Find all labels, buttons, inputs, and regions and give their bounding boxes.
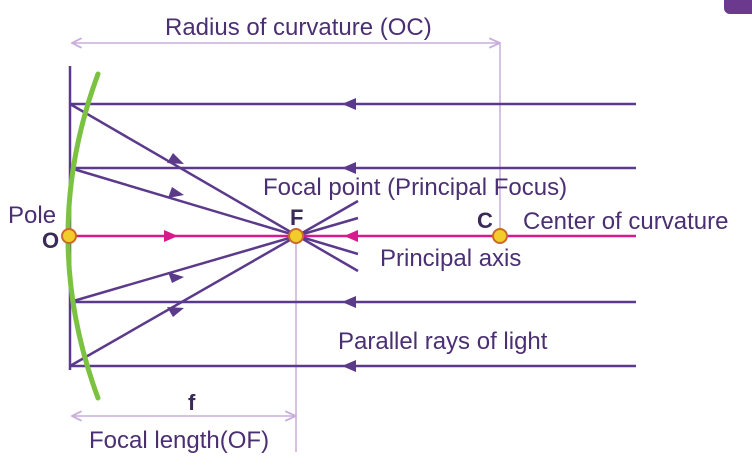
arrow-reflected-2 [168,187,184,198]
arrow-left-4 [342,360,356,372]
axis-arrow-right [164,230,178,242]
focal-length-label: Focal length(OF) [89,427,269,454]
pole-letter: O [42,228,59,253]
focus-point [288,228,304,244]
parallel-rays-label: Parallel rays of light [338,328,548,355]
focal-length-letter: f [188,390,196,415]
reflected-ray-4 [69,199,359,368]
center-letter: C [477,208,493,233]
center-of-curvature-label: Center of curvature [523,208,728,235]
reflected-ray-arrows [167,153,184,317]
principal-axis-label: Principal axis [380,245,521,272]
pole-point [61,228,77,244]
parallel-ray-arrows [342,98,356,372]
axis-arrow-left [344,230,358,242]
reflected-rays [69,102,359,368]
guide-lines [72,43,500,452]
focal-point-label: Focal point (Principal Focus) [263,174,567,201]
pole-label: Pole [8,202,56,229]
corner-badge [724,0,752,14]
arrow-left-1 [342,98,356,110]
reflected-ray-2 [69,166,359,256]
arrow-left-3 [342,296,356,308]
focus-letter: F [290,205,303,230]
reflected-ray-1 [69,102,359,273]
arrow-reflected-3 [168,272,184,283]
arrow-reflected-1 [167,153,184,164]
arrow-reflected-4 [167,307,184,317]
radius-label: Radius of curvature (OC) [165,14,432,41]
center-point [492,228,508,244]
arrow-left-2 [342,162,356,174]
reflected-ray-3 [69,216,359,304]
principal-axis-arrows [164,230,358,242]
